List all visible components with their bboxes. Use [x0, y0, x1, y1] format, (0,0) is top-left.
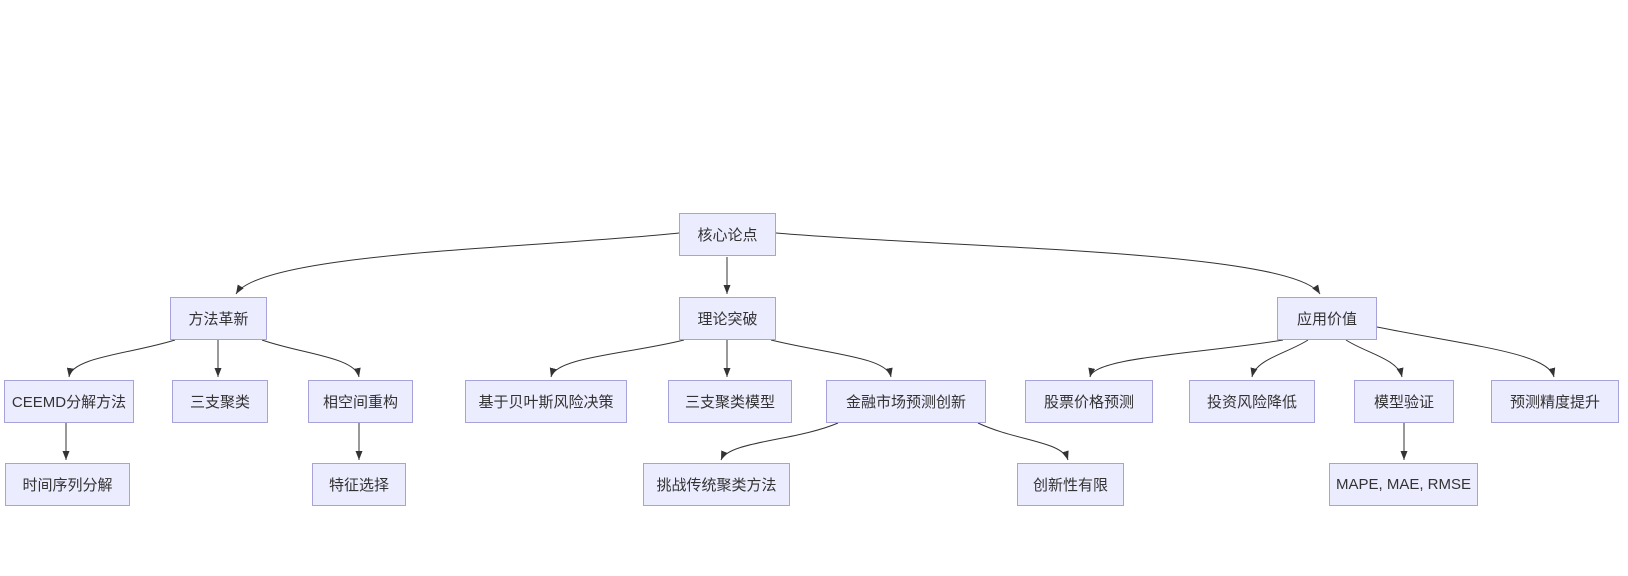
node-label: 应用价值 [1296, 311, 1357, 328]
node-limited-novelty: 创新性有限 [1017, 463, 1124, 506]
node-label: CEEMD分解方法 [11, 394, 127, 411]
node-label: 相空间重构 [322, 394, 398, 411]
node-phase-space-reconstruction: 相空间重构 [308, 380, 413, 423]
node-label: 核心论点 [697, 227, 758, 244]
edge-application-value-forecast-accuracy-improvement [1376, 326, 1556, 378]
node-label: 预测精度提升 [1509, 394, 1600, 411]
node-method-innovation: 方法革新 [170, 297, 267, 340]
node-financial-forecast-innovation: 金融市场预测创新 [826, 380, 986, 423]
node-label: 金融市场预测创新 [845, 394, 966, 411]
node-label: 三支聚类 [189, 394, 250, 411]
node-theory-breakthrough: 理论突破 [679, 297, 776, 340]
node-label: 时间序列分解 [22, 477, 113, 494]
node-error-metrics: MAPE, MAE, RMSE [1329, 463, 1478, 506]
edge-method-innovation-ceemd-decomposition [66, 339, 176, 378]
node-label: MAPE, MAE, RMSE [1335, 476, 1472, 493]
node-label: 三支聚类模型 [684, 394, 775, 411]
node-label: 基于贝叶斯风险决策 [478, 394, 614, 411]
node-core-thesis: 核心论点 [679, 213, 776, 256]
node-application-value: 应用价值 [1277, 297, 1377, 340]
node-label: 方法革新 [188, 311, 249, 328]
edge-theory-breakthrough-financial-forecast-innovation [770, 339, 893, 378]
node-ceemd-decomposition: CEEMD分解方法 [4, 380, 134, 423]
node-label: 模型验证 [1373, 394, 1434, 411]
node-three-way-clustering: 三支聚类 [172, 380, 268, 423]
node-time-series-decomposition: 时间序列分解 [5, 463, 130, 506]
node-feature-selection: 特征选择 [312, 463, 406, 506]
node-bayesian-risk-decision: 基于贝叶斯风险决策 [465, 380, 627, 423]
node-model-validation: 模型验证 [1354, 380, 1454, 423]
edge-method-innovation-phase-space-reconstruction [261, 339, 361, 378]
node-forecast-accuracy-improvement: 预测精度提升 [1491, 380, 1619, 423]
node-investment-risk-reduction: 投资风险降低 [1189, 380, 1315, 423]
node-stock-price-prediction: 股票价格预测 [1025, 380, 1153, 423]
edge-financial-forecast-innovation-challenge-traditional-clustering [720, 422, 839, 461]
node-three-way-clustering-model: 三支聚类模型 [668, 380, 792, 423]
edge-financial-forecast-innovation-limited-novelty [977, 422, 1069, 461]
node-label: 创新性有限 [1032, 477, 1108, 494]
edge-application-value-model-validation [1345, 339, 1404, 378]
node-label: 股票价格预测 [1043, 394, 1134, 411]
node-challenge-traditional-clustering: 挑战传统聚类方法 [643, 463, 790, 506]
edge-core-thesis-application-value [775, 232, 1321, 295]
node-label: 理论突破 [697, 311, 758, 328]
node-label: 挑战传统聚类方法 [656, 477, 777, 494]
edge-application-value-stock-price-prediction [1088, 339, 1284, 378]
edge-theory-breakthrough-bayesian-risk-decision [549, 339, 685, 378]
edge-application-value-investment-risk-reduction [1250, 339, 1309, 378]
node-label: 投资风险降低 [1206, 394, 1297, 411]
node-label: 特征选择 [328, 477, 389, 494]
edge-core-thesis-method-innovation [235, 232, 680, 295]
